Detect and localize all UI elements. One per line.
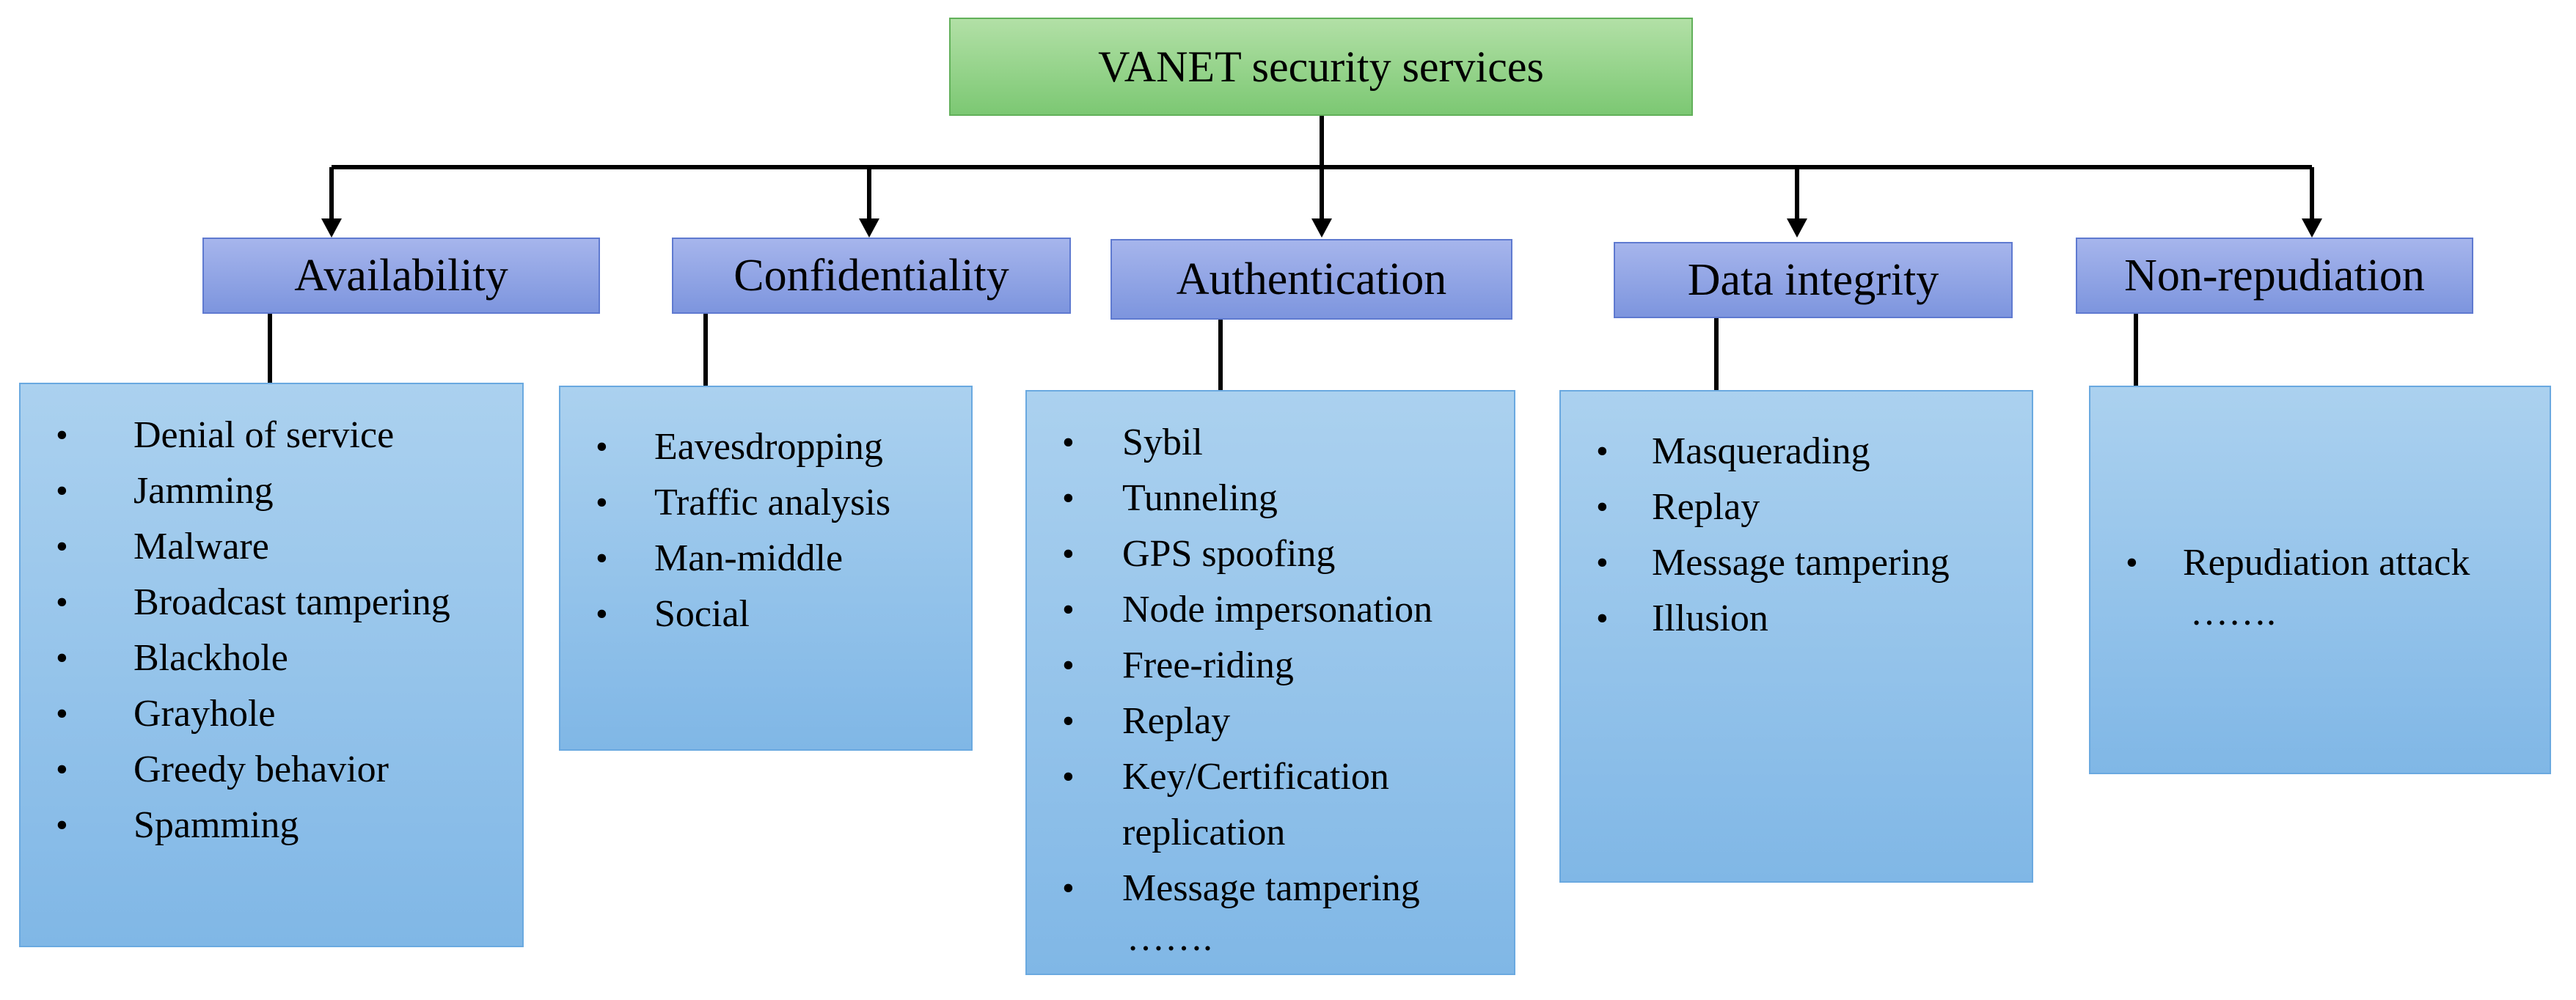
threat-item-line2: replication [1122, 812, 1286, 853]
threat-list-confidentiality: Eavesdropping Traffic analysis Man-middl… [559, 386, 973, 751]
threat-item: Message tampering [1027, 861, 1514, 916]
threat-list-availability: Denial of service Jamming Malware Broadc… [19, 383, 524, 947]
threat-item: Greedy behavior [21, 742, 522, 798]
category-availability: Availability [202, 238, 600, 314]
category-label: Data integrity [1687, 254, 1939, 305]
root-label: VANET security services [1098, 42, 1544, 91]
threat-item: Eavesdropping [560, 419, 971, 475]
threat-item: Masquerading [1561, 424, 2032, 479]
threat-item: Denial of service [21, 408, 522, 463]
more-ellipsis: ……. [2190, 592, 2276, 633]
threat-item: GPS spoofing [1027, 526, 1514, 582]
threat-item: Social [560, 587, 971, 642]
threat-item: Message tampering [1561, 535, 2032, 591]
category-label: Non-repudiation [2124, 250, 2425, 301]
threat-item: Malware [21, 519, 522, 575]
threat-item: Replay [1561, 479, 2032, 535]
arrowhead-non-repudiation [2302, 218, 2322, 238]
threat-item: Free-riding [1027, 638, 1514, 694]
threat-item: Traffic analysis [560, 475, 971, 531]
arrowhead-authentication [1311, 218, 1332, 238]
threat-item: Sybil [1027, 415, 1514, 471]
threat-list-data-integrity: Masquerading Replay Message tampering Il… [1559, 390, 2033, 883]
category-label: Availability [294, 250, 508, 301]
threat-item: Replay [1027, 694, 1514, 749]
threat-item-line1: Key/Certification [1122, 756, 1389, 798]
threat-item: Tunneling [1027, 471, 1514, 526]
threat-item: Jamming [21, 463, 522, 519]
threat-item: Illusion [1561, 591, 2032, 647]
category-label: Authentication [1176, 254, 1447, 304]
category-label: Confidentiality [733, 250, 1009, 301]
threat-item: Grayhole [21, 686, 522, 742]
category-confidentiality: Confidentiality [672, 238, 1071, 314]
category-authentication: Authentication [1110, 239, 1512, 320]
threat-item: Blackhole [21, 630, 522, 686]
category-non-repudiation: Non-repudiation [2076, 238, 2473, 314]
root-node: VANET security services [949, 18, 1693, 116]
threat-item: Broadcast tampering [21, 575, 522, 630]
arrowhead-availability [321, 218, 342, 238]
threat-list-authentication: Sybil Tunneling GPS spoofing Node impers… [1025, 390, 1515, 975]
category-data-integrity: Data integrity [1614, 242, 2013, 318]
threat-item: Node impersonation [1027, 582, 1514, 638]
arrowhead-confidentiality [859, 218, 879, 238]
arrowhead-data-integrity [1787, 218, 1807, 238]
threat-list-non-repudiation: Repudiation attack ……. [2089, 386, 2551, 774]
threat-item: Key/Certification replication [1027, 749, 1514, 861]
more-ellipsis: ……. [1127, 917, 1212, 959]
threat-item: Man-middle [560, 531, 971, 587]
threat-item: Repudiation attack [2090, 535, 2550, 591]
threat-item: Spamming [21, 798, 522, 853]
